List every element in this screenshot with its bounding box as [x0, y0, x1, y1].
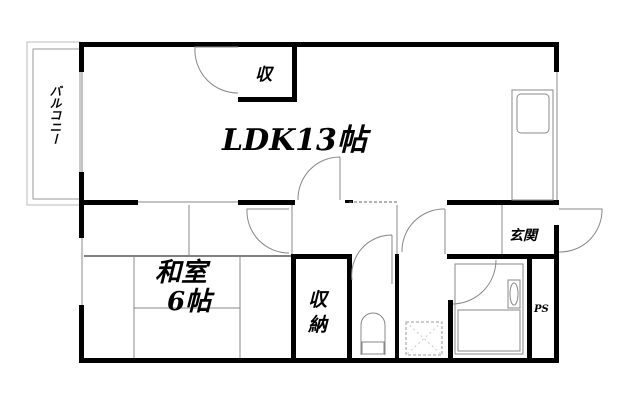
balcony: バルコニー: [26, 41, 81, 206]
walls: [79, 42, 559, 363]
fixtures: [81, 46, 603, 358]
ps-label: PS: [533, 304, 549, 315]
balcony-label: バルコニー: [47, 85, 62, 145]
ldk-label: LDK13帖: [221, 123, 372, 158]
storage-label-2: 納: [307, 314, 329, 336]
storage-label-1: 収: [308, 289, 330, 311]
small-storage-label: 収: [255, 65, 275, 85]
washitsu-label-2: 6帖: [167, 287, 215, 317]
washitsu-label-1: 和室: [155, 258, 211, 288]
entrance-label: 玄関: [509, 227, 539, 244]
